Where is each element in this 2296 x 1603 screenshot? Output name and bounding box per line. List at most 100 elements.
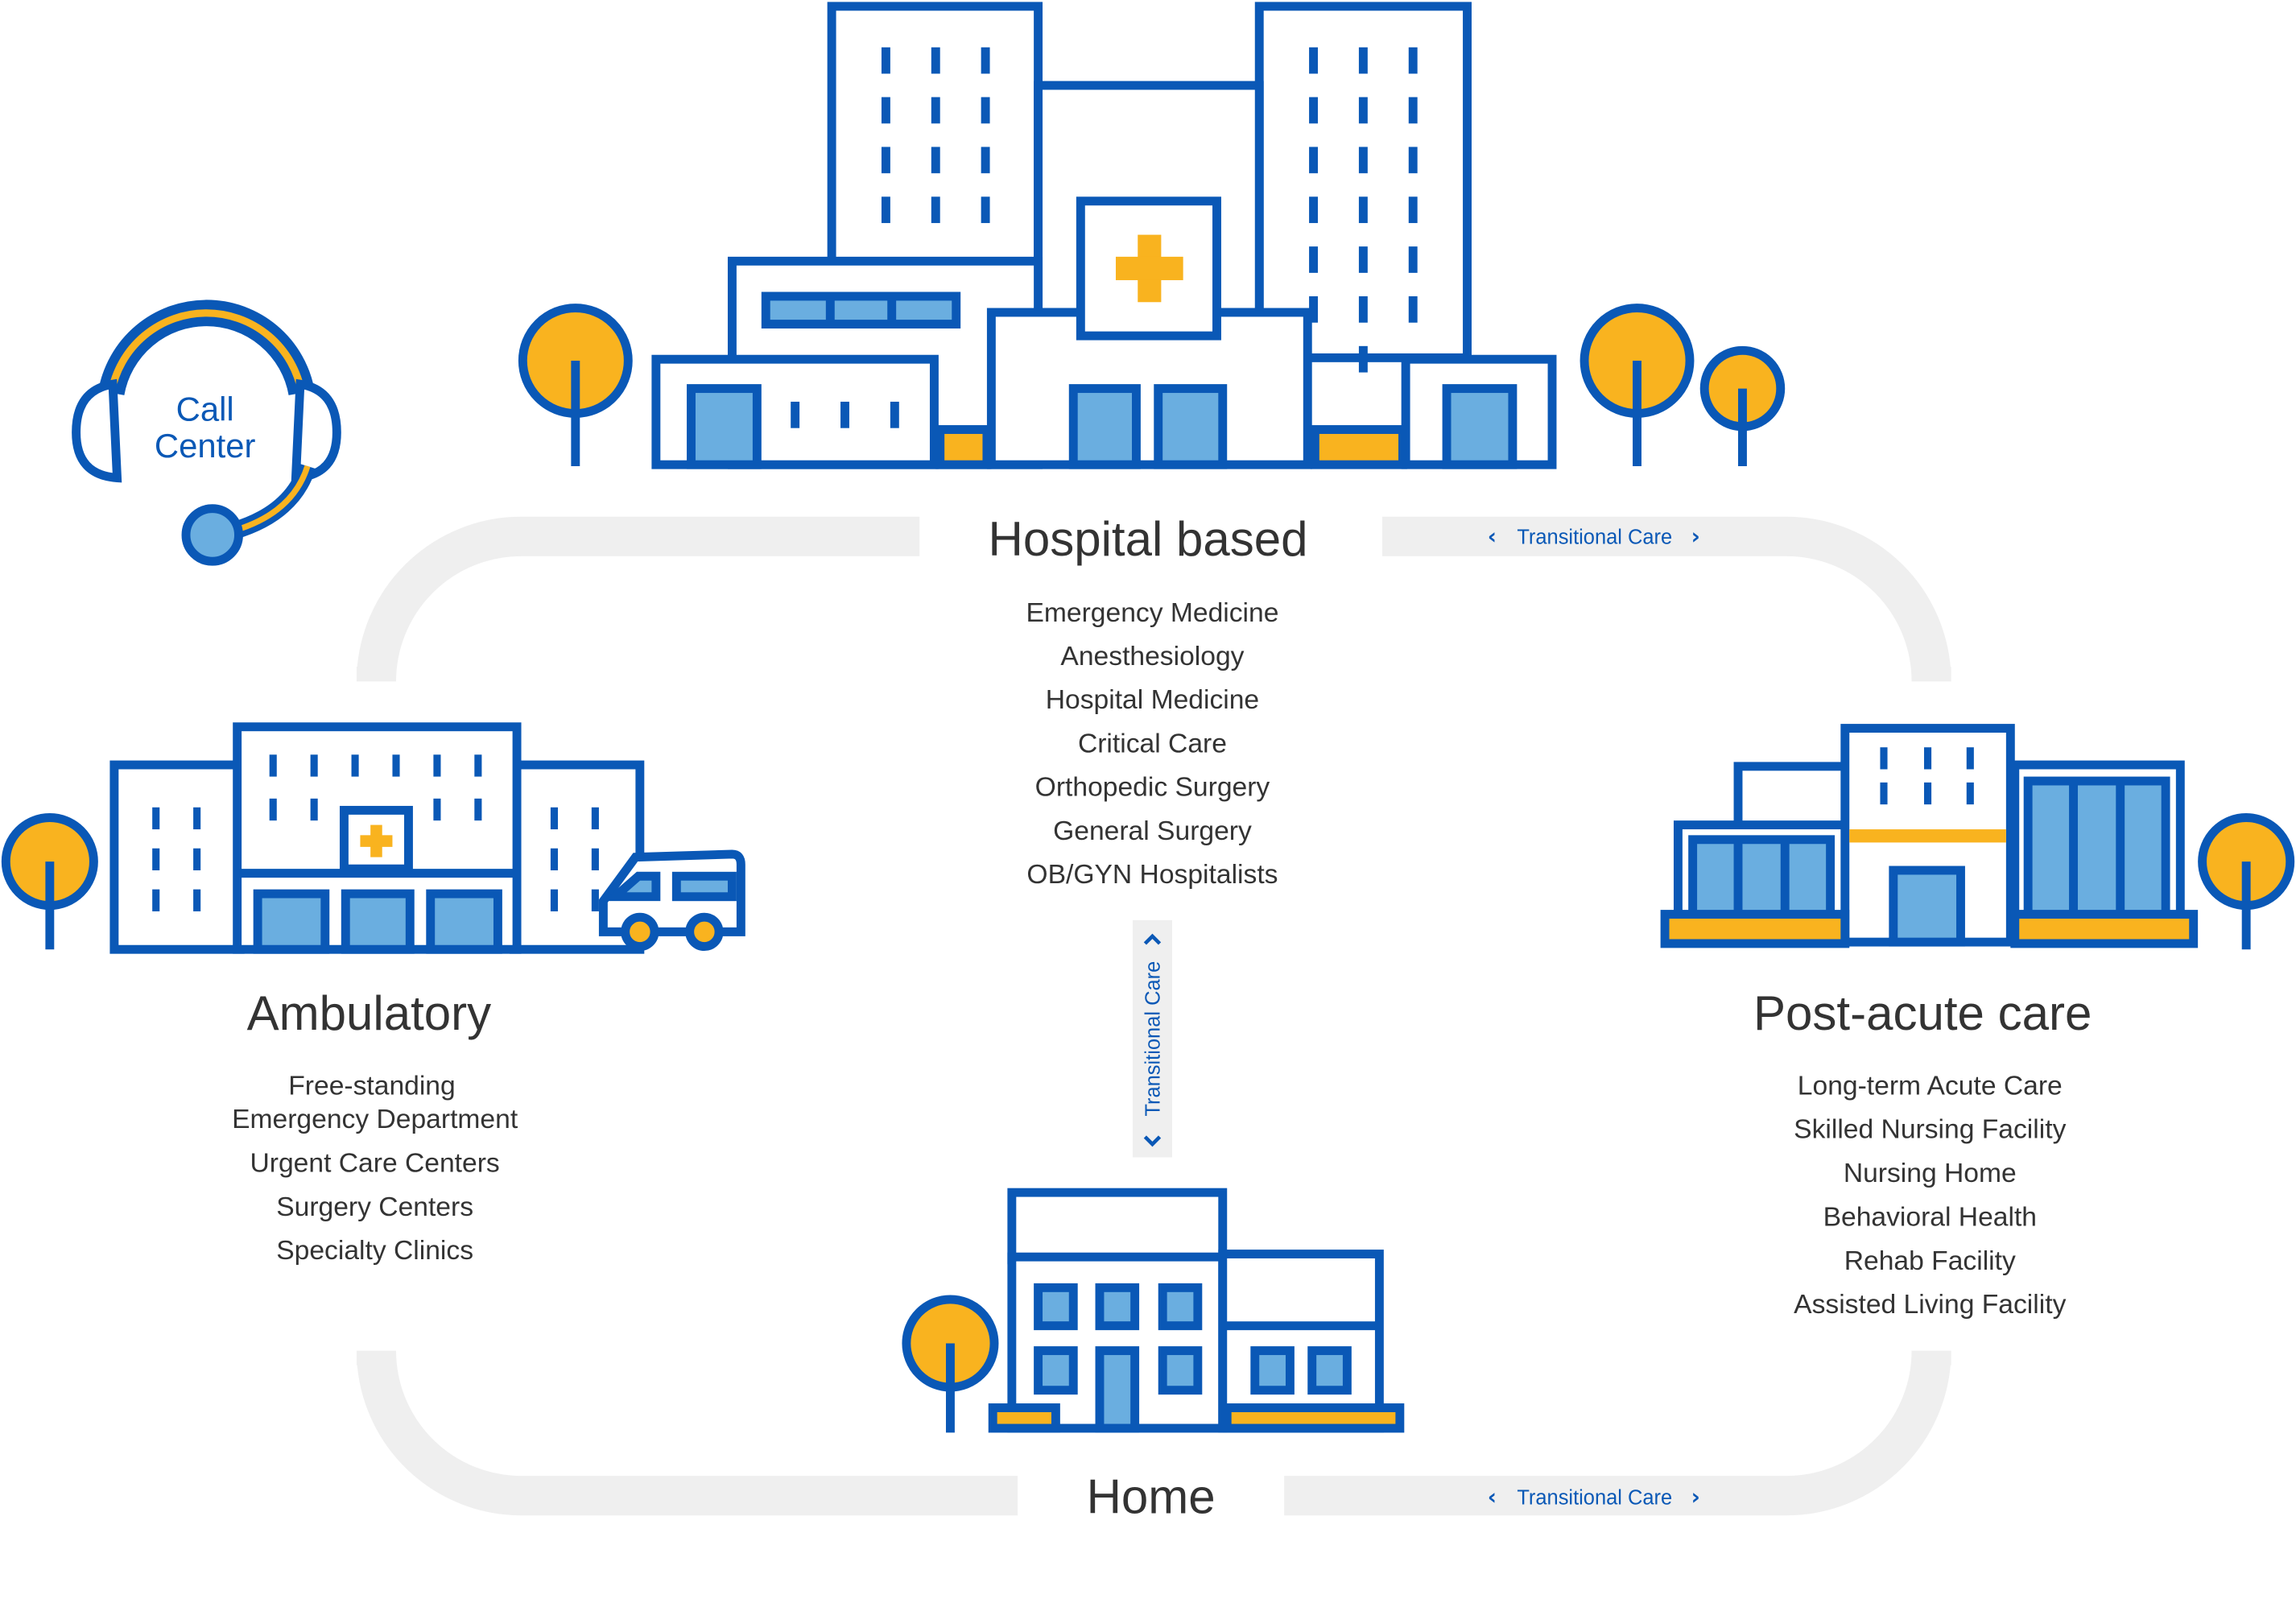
window bbox=[1408, 295, 1418, 323]
window bbox=[310, 754, 318, 777]
home-title: Home bbox=[1087, 1469, 1216, 1523]
chevron-down-icon bbox=[1143, 1135, 1162, 1147]
window bbox=[1309, 196, 1318, 224]
hospital-cross-icon bbox=[1115, 234, 1183, 303]
service-item: Surgery Centers bbox=[276, 1192, 473, 1222]
call-center-line1: Call bbox=[176, 390, 234, 428]
window bbox=[791, 401, 800, 428]
window bbox=[392, 754, 400, 777]
service-item: Orthopedic Surgery bbox=[1035, 773, 1270, 803]
window bbox=[1309, 47, 1318, 74]
window bbox=[881, 47, 890, 74]
window bbox=[433, 754, 441, 777]
window bbox=[591, 848, 599, 870]
window bbox=[890, 401, 899, 428]
chevron-right-icon: › bbox=[1691, 1485, 1700, 1510]
window bbox=[310, 798, 318, 821]
window bbox=[433, 798, 441, 821]
window bbox=[1880, 782, 1888, 805]
transitional-care-top: ‹ Transitional Care › bbox=[1488, 524, 1700, 549]
window bbox=[1309, 147, 1318, 174]
window bbox=[351, 754, 359, 777]
window bbox=[1309, 246, 1318, 273]
window bbox=[1358, 47, 1368, 74]
tree-icon bbox=[1699, 345, 1786, 466]
call-center: Call Center bbox=[72, 300, 341, 566]
window bbox=[550, 889, 558, 911]
chevron-up-icon bbox=[1143, 933, 1162, 945]
window bbox=[152, 807, 160, 830]
window bbox=[1358, 147, 1368, 174]
window bbox=[550, 807, 558, 830]
window bbox=[152, 848, 160, 870]
service-item: Behavioral Health bbox=[1823, 1202, 2037, 1232]
tree-icon bbox=[518, 304, 633, 466]
window bbox=[193, 848, 201, 870]
ambulatory-item: Emergency Department bbox=[232, 1105, 518, 1134]
headset-icon bbox=[72, 300, 341, 566]
window bbox=[591, 889, 599, 911]
hospital-service-list: Emergency MedicineAnesthesiologyHospital… bbox=[1026, 598, 1278, 890]
window bbox=[474, 754, 482, 777]
transitional-care-middle: Transitional Care bbox=[1142, 933, 1165, 1147]
tree-icon bbox=[1, 813, 98, 950]
hospital-building-icon bbox=[651, 2, 1557, 469]
window bbox=[931, 196, 940, 224]
service-item: Rehab Facility bbox=[1844, 1246, 2016, 1276]
ambulatory-building-icon bbox=[109, 722, 645, 954]
post-acute-building-icon bbox=[1660, 724, 2199, 948]
window bbox=[591, 807, 599, 830]
chevron-right-icon: › bbox=[1691, 524, 1700, 549]
window bbox=[1358, 97, 1368, 124]
transitional-care-bottom: ‹ Transitional Care › bbox=[1488, 1485, 1700, 1510]
window bbox=[1408, 97, 1418, 124]
transitional-care-label: Transitional Care bbox=[1517, 1487, 1672, 1510]
transition-track bbox=[356, 516, 1951, 1516]
window bbox=[1309, 295, 1318, 323]
window bbox=[1358, 246, 1368, 273]
window bbox=[881, 97, 890, 124]
window bbox=[1408, 196, 1418, 224]
service-item: OB/GYN Hospitalists bbox=[1026, 860, 1278, 890]
window bbox=[550, 848, 558, 870]
service-item: Assisted Living Facility bbox=[1794, 1290, 2066, 1320]
ambulatory-title: Ambulatory bbox=[247, 986, 492, 1040]
window bbox=[1408, 246, 1418, 273]
ambulatory-item: Free-standing bbox=[288, 1071, 455, 1101]
window bbox=[981, 147, 990, 174]
window bbox=[1880, 747, 1888, 770]
window bbox=[1966, 747, 1974, 770]
ambulatory-windows bbox=[152, 754, 599, 911]
ambulance-icon bbox=[598, 849, 745, 952]
hospital-title: Hospital based bbox=[988, 512, 1307, 566]
service-item: Long-term Acute Care bbox=[1798, 1071, 2063, 1101]
window bbox=[152, 889, 160, 911]
window bbox=[931, 97, 940, 124]
call-center-line2: Center bbox=[155, 427, 256, 465]
ambulatory-cross-icon bbox=[360, 824, 393, 857]
post-acute-title: Post-acute care bbox=[1753, 986, 2092, 1040]
window bbox=[931, 147, 940, 174]
window bbox=[1309, 97, 1318, 124]
window bbox=[1358, 295, 1368, 323]
service-item: Specialty Clinics bbox=[276, 1236, 473, 1266]
chevron-left-icon: ‹ bbox=[1488, 524, 1497, 549]
service-item: Critical Care bbox=[1078, 729, 1227, 758]
window bbox=[193, 889, 201, 911]
window bbox=[981, 47, 990, 74]
window bbox=[269, 754, 277, 777]
service-item: Nursing Home bbox=[1844, 1159, 2017, 1188]
home-building-icon bbox=[988, 1188, 1405, 1433]
window bbox=[981, 196, 990, 224]
window bbox=[840, 401, 849, 428]
window bbox=[1358, 345, 1368, 373]
window bbox=[981, 97, 990, 124]
window bbox=[1924, 747, 1932, 770]
hospital-windows bbox=[791, 47, 1418, 428]
window bbox=[474, 798, 482, 821]
window bbox=[1966, 782, 1974, 805]
service-item: Emergency Medicine bbox=[1026, 598, 1278, 628]
